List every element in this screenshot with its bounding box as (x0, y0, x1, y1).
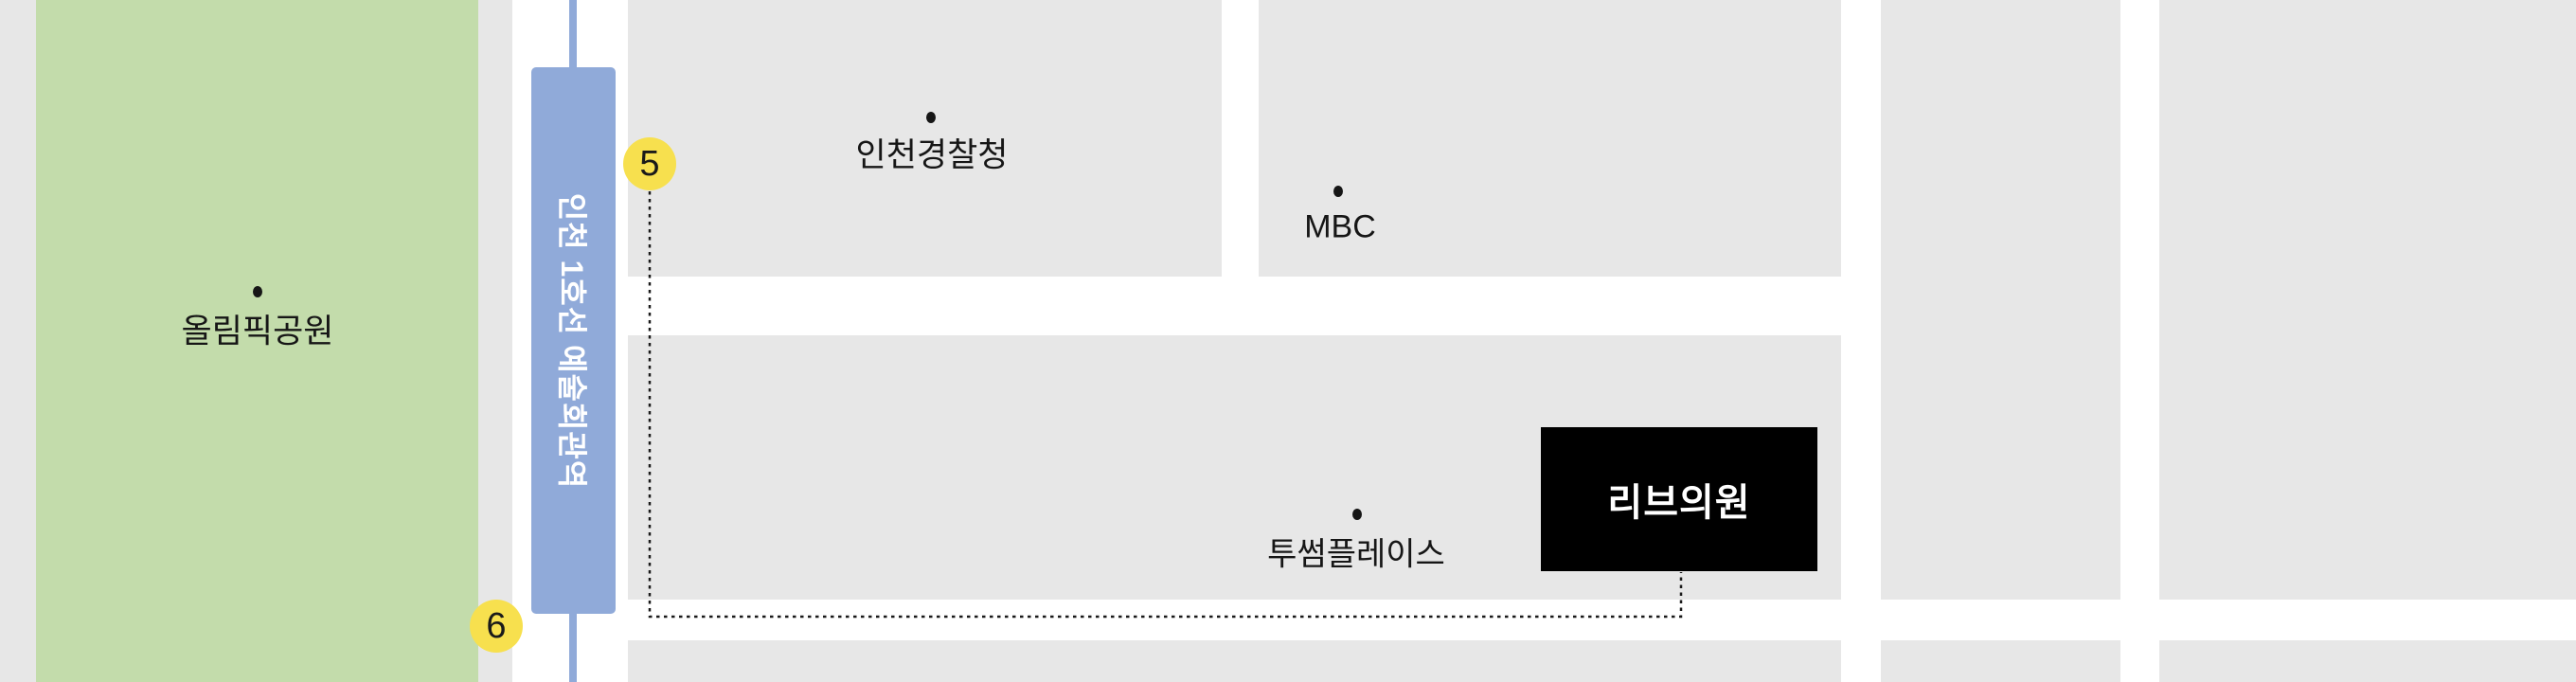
city-block (2159, 640, 2576, 682)
city-block (2159, 0, 2576, 600)
subway-exit-5-badge: 5 (623, 137, 676, 190)
place-dot-police (926, 112, 936, 123)
city-block (628, 640, 1841, 682)
city-block (0, 0, 36, 682)
destination-label: 리브의원 (1607, 482, 1751, 524)
place-dot-twosome (1352, 509, 1362, 520)
destination-marker: 리브의원 (1541, 427, 1817, 571)
place-label-police: 인천경찰청 (855, 136, 1009, 174)
city-block-mbc (1259, 0, 1841, 277)
place-label-twosome: 투썸플레이스 (1267, 536, 1445, 573)
city-block (1881, 640, 2120, 682)
place-label-mbc: MBC (1304, 208, 1376, 245)
subway-exit-5-number: 5 (639, 143, 660, 184)
city-block (1881, 0, 2120, 600)
city-block-police (628, 0, 1222, 277)
station-name-label: 인천 1호선 예술회관역 (554, 192, 589, 489)
place-dot-mbc (1333, 186, 1343, 197)
subway-exit-6-badge: 6 (470, 600, 523, 653)
subway-exit-6-number: 6 (486, 605, 507, 646)
city-block (478, 0, 512, 682)
park-area (36, 0, 478, 682)
place-dot-olympic-park (253, 286, 262, 297)
place-label-olympic-park: 올림픽공원 (181, 313, 334, 350)
station-badge: 인천 1호선 예술회관역 (531, 67, 616, 614)
